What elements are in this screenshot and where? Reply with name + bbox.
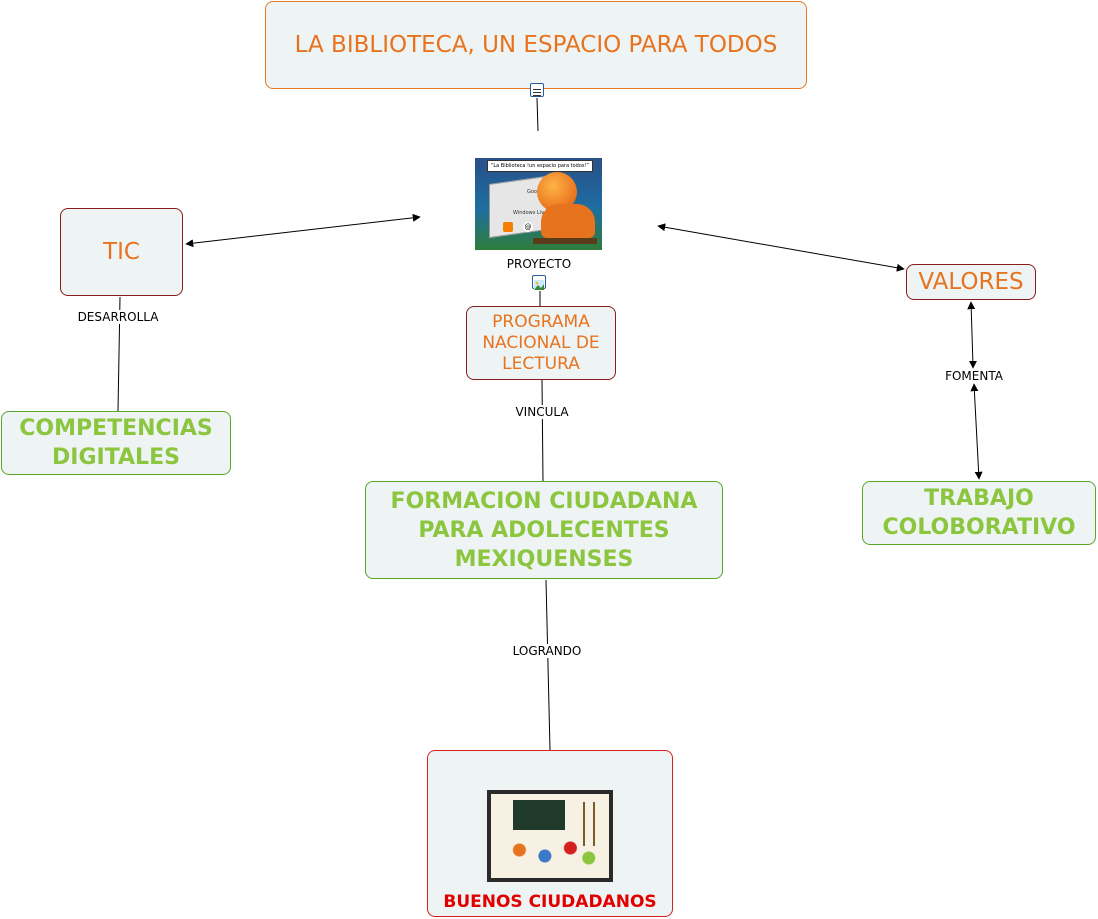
proyecto-label: PROYECTO [506,257,572,271]
desarrolla-label: DESARROLLA [75,310,161,324]
title-text: LA BIBLIOTECA, UN ESPACIO PARA TODOS [294,32,778,58]
windows-live-label: Windows Live [513,210,548,216]
google-label: Google [527,189,545,195]
line-formacion-buenos [545,579,551,751]
buenos-image [487,790,613,882]
line-title-proyecto [536,97,539,132]
trabajo-node[interactable]: TRABAJO COLOBORATIVO [862,481,1096,545]
buenos-text: BUENOS CIUDADANOS [443,892,657,912]
note-icon[interactable] [530,83,544,97]
chalkboard-shape [513,800,565,830]
tic-text: TIC [103,239,140,265]
reader-body [541,204,595,238]
formacion-text: FORMACION CIUDADANA PARA ADOLECENTES MEX… [390,488,698,572]
proyecto-image[interactable]: “La Biblioteca !un espacio para todos!” … [475,158,602,250]
at-icon: @ [523,222,533,232]
arrow-proyecto-tic [185,213,421,248]
buenos-node[interactable]: BUENOS CIUDADANOS [427,750,673,917]
programa-text: PROGRAMA NACIONAL DE LECTURA [482,311,600,374]
formacion-node[interactable]: FORMACION CIUDADANA PARA ADOLECENTES MEX… [365,481,723,579]
competencias-node[interactable]: COMPETENCIAS DIGITALES [1,411,231,475]
competencias-text: COMPETENCIAS DIGITALES [19,416,213,470]
blogger-icon [503,222,513,232]
tic-node[interactable]: TIC [60,208,183,296]
fomenta-label: FOMENTA [943,369,1005,383]
arrow-fomenta-trabajo [970,383,983,480]
title-node[interactable]: LA BIBLIOTECA, UN ESPACIO PARA TODOS [265,1,807,89]
arrow-valores-fomenta [967,301,976,367]
programa-node[interactable]: PROGRAMA NACIONAL DE LECTURA [466,306,616,380]
arrow-proyecto-valores [657,223,905,272]
image-caption: “La Biblioteca !un espacio para todos!” [487,160,593,172]
valores-text: VALORES [918,269,1024,295]
image-icon[interactable] [532,275,546,290]
valores-node[interactable]: VALORES [906,264,1036,300]
logrando-label: LOGRANDO [510,644,584,658]
ladder-shape [583,802,595,846]
line-programa-formacion [541,379,544,482]
trabajo-text: TRABAJO COLOBORATIVO [882,486,1076,540]
vincula-label: VINCULA [513,405,571,419]
bench-shape [533,238,597,244]
